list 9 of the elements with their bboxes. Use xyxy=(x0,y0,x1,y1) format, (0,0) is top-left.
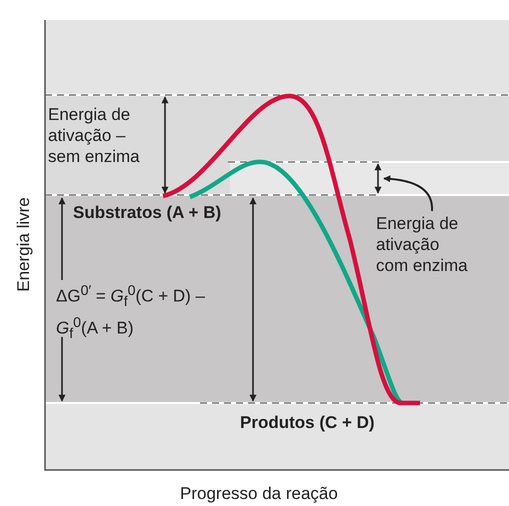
dimension-line xyxy=(374,163,382,194)
equation-text: ΔG$^{0′}$ = G$_{f}$$^{0}$(C + D) – G$_{f}$$^{0}$(A + B) xyxy=(56,282,206,344)
leader-arrow xyxy=(383,175,433,211)
axis-title: Progresso da reação xyxy=(180,483,338,504)
axis-annotation: Energia de ativação – sem enzima xyxy=(48,104,141,167)
level-label: Produtos (C + D) xyxy=(240,412,375,433)
level-label: Substratos (A + B) xyxy=(73,202,222,223)
annotation-text: Energia de ativação com enzima xyxy=(376,213,476,276)
axis-title: Energia livre xyxy=(12,197,34,292)
